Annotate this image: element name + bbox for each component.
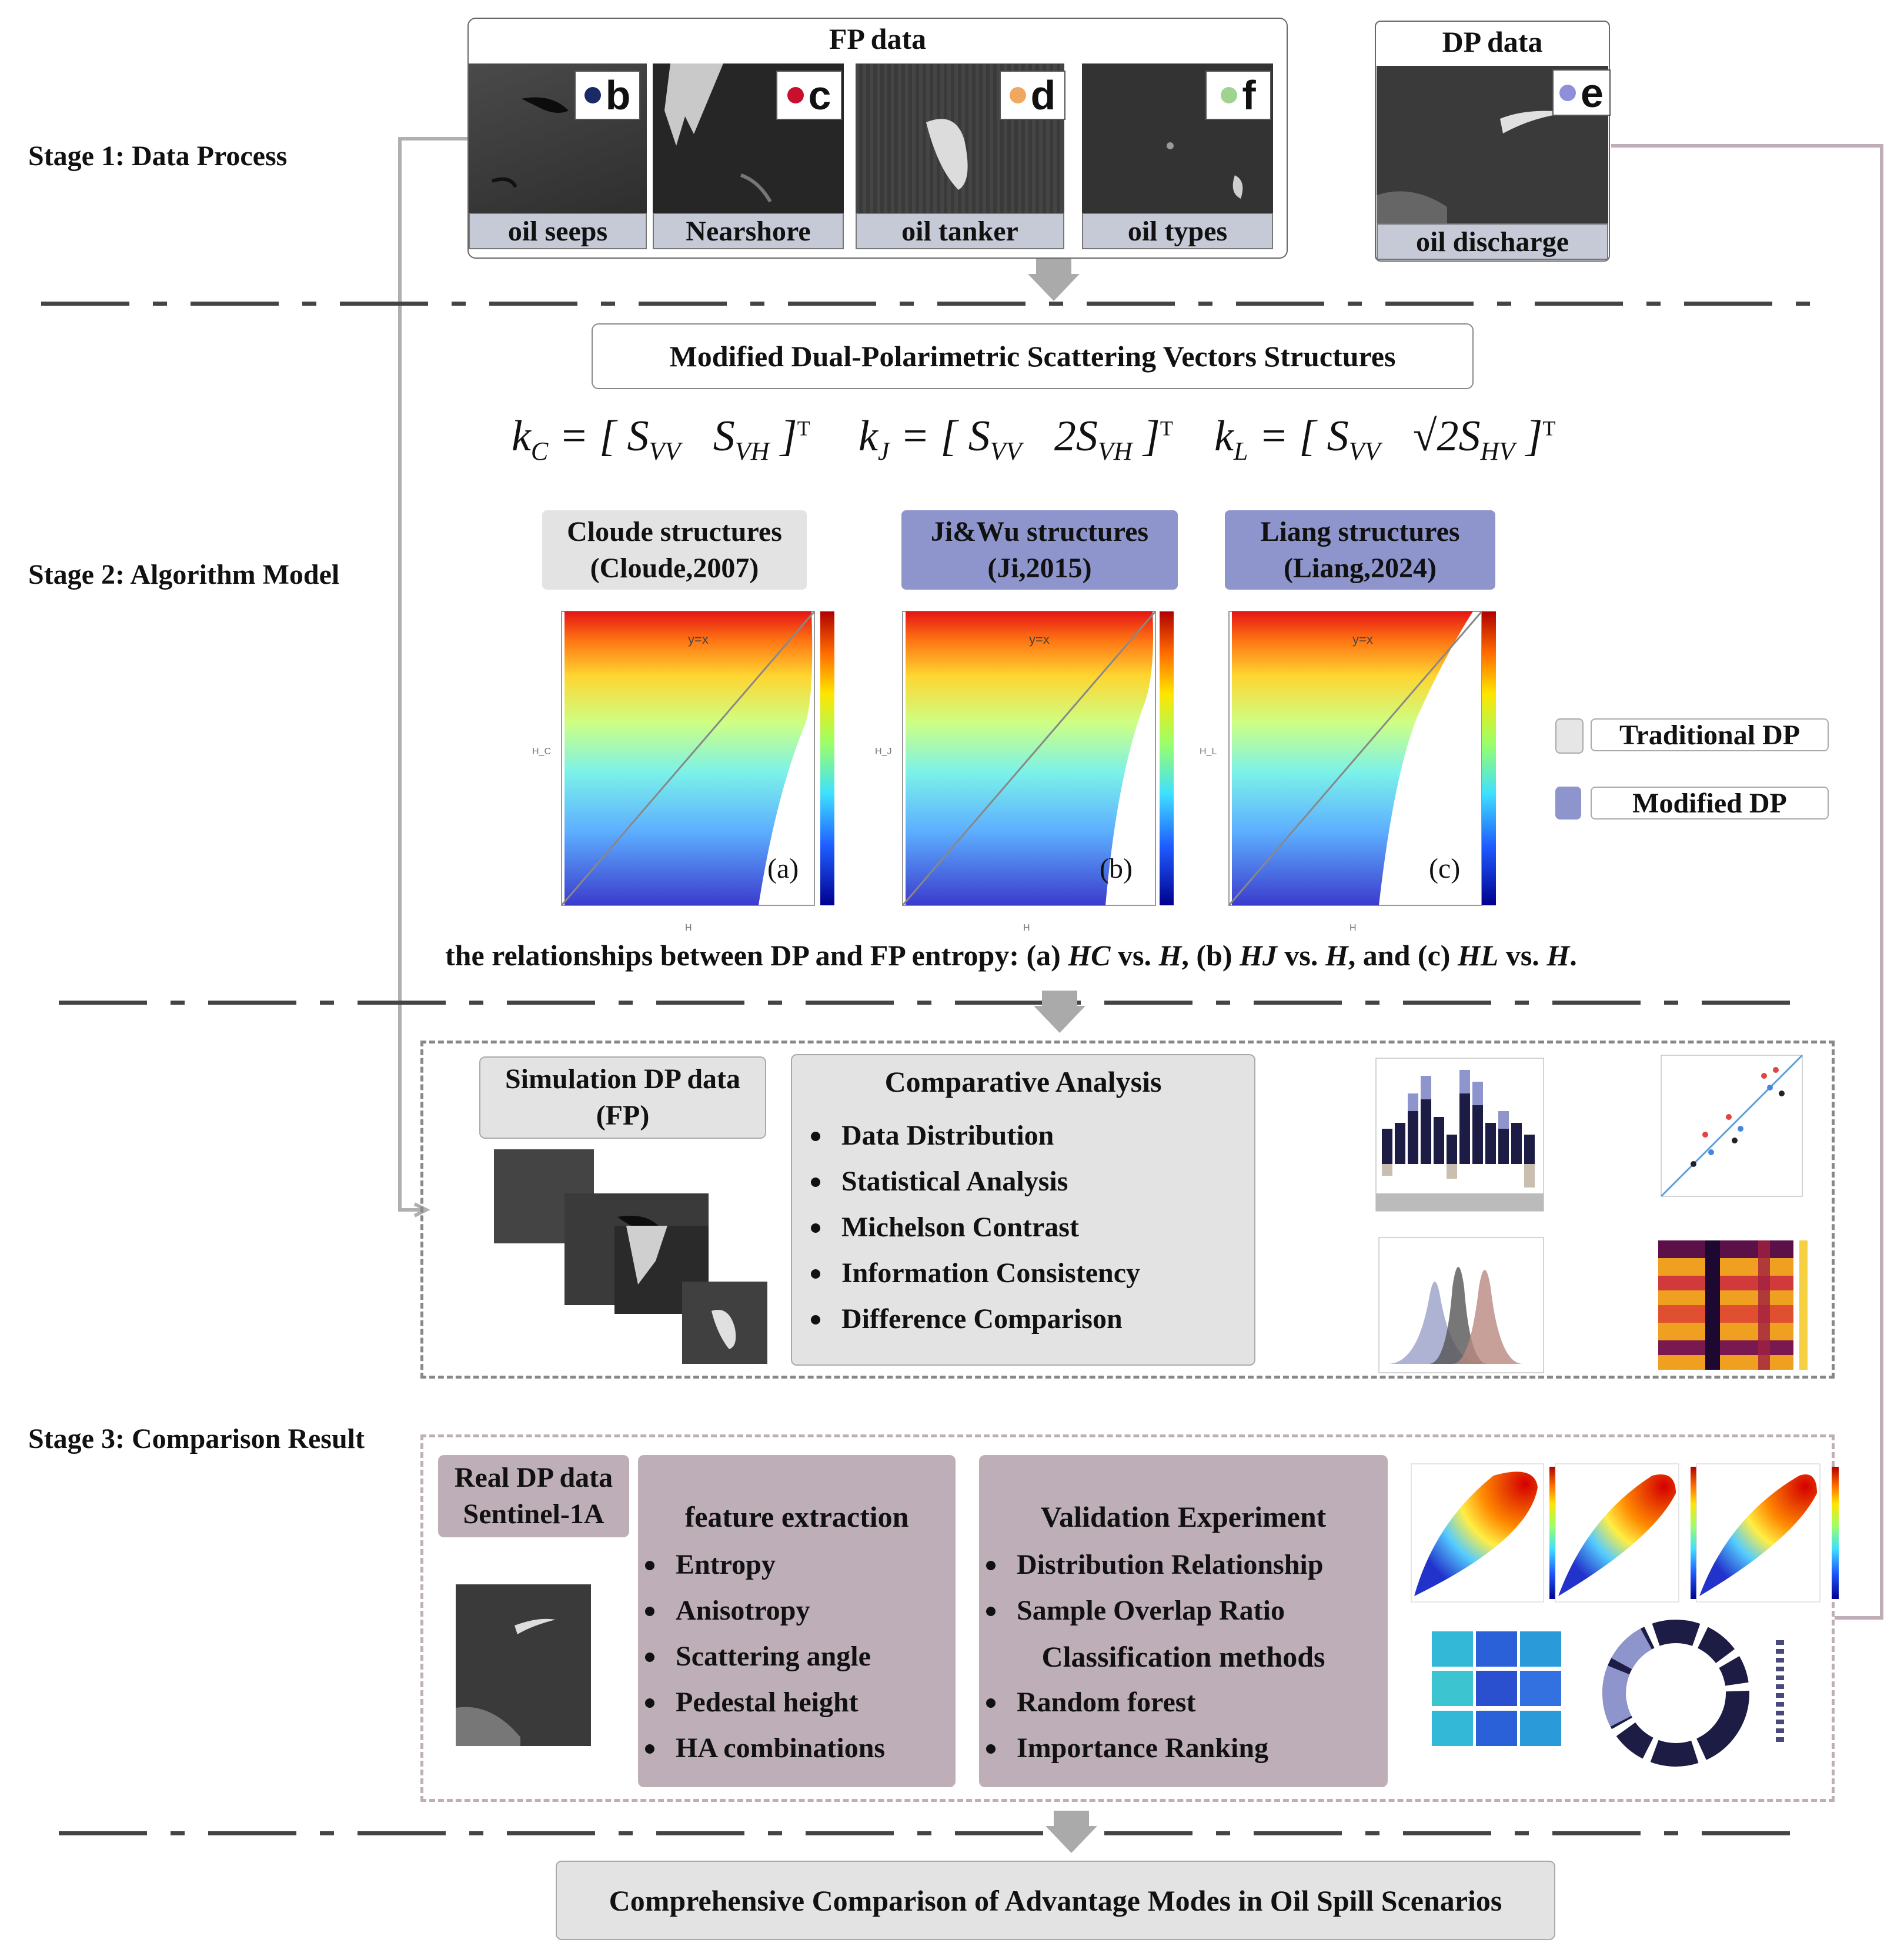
legend-traditional-swatch <box>1555 718 1584 754</box>
stage2-label: Stage 2: Algorithm Model <box>28 559 340 590</box>
legend-traditional-label: Traditional DP <box>1591 718 1829 751</box>
legend-modified-label: Modified DP <box>1591 787 1829 820</box>
formula-kl: kL = [ SVV √2SHV ]T <box>1214 412 1556 466</box>
plot-a-tag: (a) <box>767 853 799 884</box>
list-item: Importance Ranking <box>979 1725 1268 1771</box>
list-item: Sample Overlap Ratio <box>979 1588 1323 1634</box>
plot-b-ylabel: H_J <box>875 747 892 757</box>
plot-c-xlabel: H <box>1349 923 1357 933</box>
list-item: Difference Comparison <box>804 1296 1140 1342</box>
final-conclusion-box: Comprehensive Comparison of Advantage Mo… <box>556 1861 1555 1940</box>
scatter-thumbnail <box>1660 1054 1803 1198</box>
feature-title: feature extraction <box>684 1500 909 1533</box>
fp-data-title: FP data <box>829 22 927 55</box>
plot-a-diag-label: y=x <box>688 632 709 647</box>
list-item: Anisotropy <box>638 1588 885 1634</box>
marker-dot-icon <box>1221 87 1238 103</box>
validation-experiment-box: Validation Experiment Distribution Relat… <box>979 1455 1388 1787</box>
structures-title-box: Modified Dual-Polarimetric Scattering Ve… <box>592 323 1474 389</box>
caption-oil-seeps: oil seeps <box>469 213 647 249</box>
plot-c-tag: (c) <box>1429 853 1461 884</box>
structure-box-jiwu: Ji&Wu structures(Ji,2015) <box>901 510 1178 590</box>
list-item: Scattering angle <box>638 1634 885 1680</box>
validation-list: Distribution Relationship Sample Overlap… <box>979 1542 1323 1634</box>
density-plot-thumbnail <box>1411 1463 1556 1603</box>
list-item: Michelson Contrast <box>804 1205 1140 1250</box>
list-item: HA combinations <box>638 1725 885 1771</box>
badge-f: f <box>1205 71 1271 120</box>
list-item: Information Consistency <box>804 1250 1140 1296</box>
caption-nearshore: Nearshore <box>653 213 844 249</box>
formula-kj: kJ = [ SVV 2SVH ]T <box>859 412 1173 466</box>
stage3-label: Stage 3: Comparison Result <box>28 1423 365 1454</box>
legend-modified-swatch <box>1555 787 1581 820</box>
feature-list: Entropy Anisotropy Scattering angle Pede… <box>638 1542 885 1771</box>
badge-d: d <box>1000 71 1065 120</box>
bar-chart-thumbnail <box>1375 1058 1544 1212</box>
density-plot-thumbnail <box>1555 1463 1698 1603</box>
classification-subtitle: Classification methods <box>1041 1640 1325 1673</box>
marker-dot-icon <box>584 87 601 103</box>
classification-list: Random forest Importance Ranking <box>979 1680 1268 1771</box>
relationship-caption: the relationships between DP and FP entr… <box>445 939 1577 972</box>
plot-b <box>901 611 1174 906</box>
simulation-dp-box: Simulation DP data(FP) <box>479 1056 766 1139</box>
list-item: Data Distribution <box>804 1113 1140 1159</box>
stage1-label: Stage 1: Data Process <box>28 141 288 172</box>
comparative-title: Comparative Analysis <box>884 1065 1162 1098</box>
validation-title: Validation Experiment <box>1040 1500 1327 1533</box>
plot-c-diag-label: y=x <box>1352 632 1373 647</box>
dp-data-title: DP data <box>1442 25 1543 58</box>
list-item: Entropy <box>638 1542 885 1588</box>
badge-c: c <box>776 71 842 120</box>
comparative-list: Data Distribution Statistical Analysis M… <box>804 1113 1140 1342</box>
list-item: Distribution Relationship <box>979 1542 1323 1588</box>
plot-c <box>1228 611 1496 906</box>
list-item: Statistical Analysis <box>804 1159 1140 1205</box>
importance-ring-thumbnail <box>1602 1620 1749 1767</box>
plot-b-diag-label: y=x <box>1029 632 1050 647</box>
caption-oil-tanker: oil tanker <box>856 213 1064 249</box>
marker-dot-icon <box>787 87 804 103</box>
result-thumbnails <box>1375 1054 1808 1373</box>
plot-b-xlabel: H <box>1023 923 1030 933</box>
list-item: Pedestal height <box>638 1680 885 1725</box>
validation-region <box>420 1434 1835 1802</box>
separator-2 <box>59 1001 1811 1005</box>
structure-box-cloude: Cloude structures(Cloude,2007) <box>542 510 807 590</box>
density-plot-thumbnail <box>1696 1463 1839 1603</box>
feature-extraction-box: feature extraction Entropy Anisotropy Sc… <box>638 1455 956 1787</box>
separator-1 <box>41 302 1811 306</box>
separator-3 <box>59 1831 1811 1835</box>
heatmap-thumbnail <box>1658 1240 1808 1370</box>
badge-b: b <box>574 71 640 120</box>
plot-a <box>560 611 834 906</box>
plot-c-ylabel: H_L <box>1200 747 1217 757</box>
plot-a-xlabel: H <box>685 923 692 933</box>
ring-legend-thumbnail <box>1776 1640 1784 1742</box>
badge-e: e <box>1552 69 1611 116</box>
caption-oil-discharge: oil discharge <box>1377 223 1608 260</box>
distribution-thumbnail <box>1378 1237 1544 1373</box>
classification-maps-thumbnail <box>1432 1631 1561 1746</box>
plot-b-tag: (b) <box>1100 853 1133 884</box>
validation-thumbnails <box>1411 1463 1839 1767</box>
caption-oil-types: oil types <box>1082 213 1273 249</box>
list-item: Random forest <box>979 1680 1268 1725</box>
marker-dot-icon <box>1559 84 1576 101</box>
marker-dot-icon <box>1009 87 1026 103</box>
comparative-analysis-box: Comparative Analysis Data Distribution S… <box>791 1054 1255 1366</box>
sar-image-sentinel <box>456 1584 591 1746</box>
formula-kc: kC = [ SVV SVH ]T <box>512 412 810 466</box>
comparison-region <box>420 1041 1835 1379</box>
structure-box-liang: Liang structures(Liang,2024) <box>1225 510 1495 590</box>
plot-a-ylabel: H_C <box>532 747 552 757</box>
